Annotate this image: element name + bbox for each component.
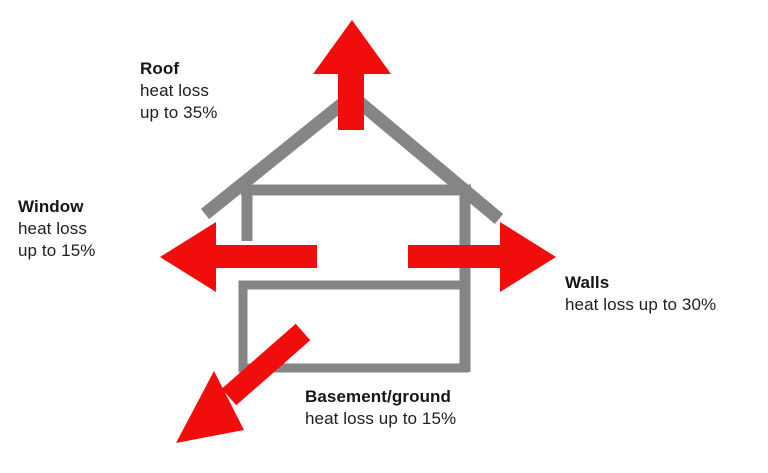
walls-arrow-right-icon [408, 222, 556, 292]
label-roof-line-2: up to 35% [140, 103, 218, 123]
label-walls-title: Walls [565, 273, 610, 292]
label-walls-line-1: heat loss up to 30% [565, 295, 717, 315]
label-window-line-1: heat loss [18, 219, 87, 239]
label-basement: Basement/ground heat loss up to 15% [305, 386, 456, 430]
label-basement-title: Basement/ground [305, 387, 452, 406]
label-roof-title: Roof [140, 59, 180, 78]
label-roof-line-1: heat loss [140, 81, 209, 101]
roof-right-slope [347, 91, 504, 224]
label-basement-line-1: heat loss up to 15% [305, 409, 457, 429]
house-structure [200, 90, 504, 373]
window-arrow-left-icon [160, 222, 317, 292]
label-window-title: Window [18, 197, 84, 216]
heat-loss-arrows [160, 20, 556, 443]
label-roof: Roof heat loss up to 35% [140, 58, 217, 124]
label-walls: Walls heat loss up to 30% [565, 272, 716, 316]
basement-arrow-down-left-icon [176, 323, 311, 443]
label-window-line-2: up to 15% [18, 241, 96, 261]
label-window: Window heat loss up to 15% [18, 196, 95, 262]
basement-rectangle [238, 280, 469, 373]
roof-left-slope [200, 90, 357, 220]
roof-arrow-up-icon [313, 20, 391, 130]
